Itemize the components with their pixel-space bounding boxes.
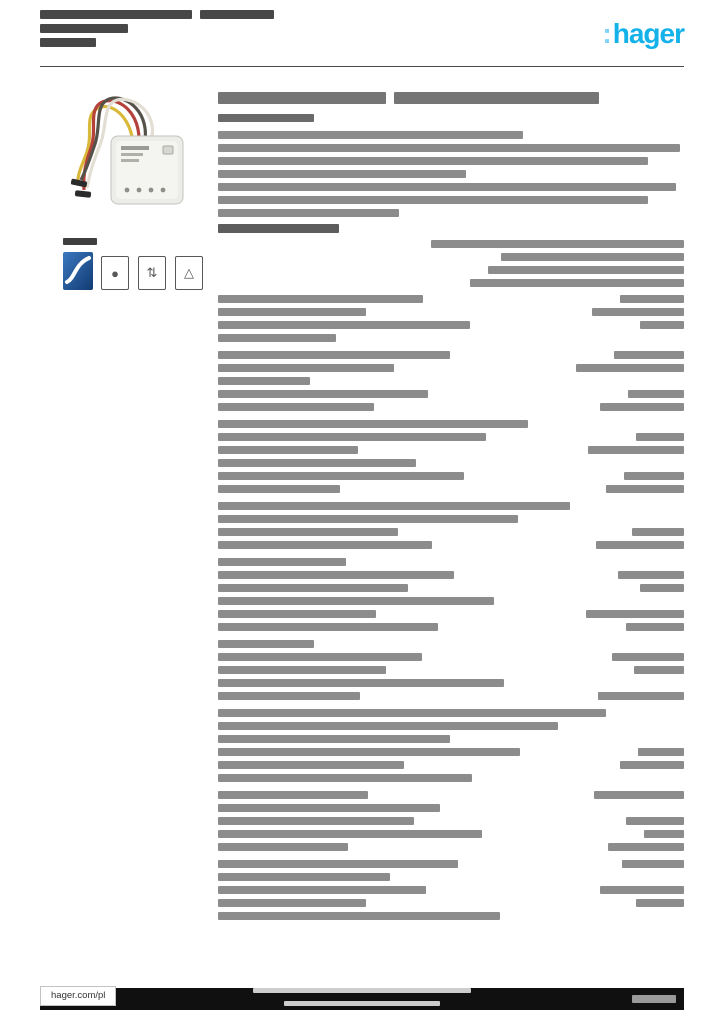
spec-row [218,666,684,674]
spec-row [218,485,684,493]
redacted-text-line [253,987,471,993]
redacted-text-line [284,1000,440,1006]
spec-row [218,692,684,700]
product-heading-redacted [218,92,684,104]
redacted-text-line [218,131,684,139]
redacted-text-line [218,157,684,165]
spec-row [218,295,684,303]
redacted-text-line [218,209,684,217]
spec-row [218,912,684,920]
redacted-text-line [218,114,684,122]
hager-logo-text: hager [612,18,685,49]
spec-section [218,295,684,342]
spec-row [218,446,684,454]
redacted-text-line [632,995,676,1003]
spec-section [218,558,684,631]
redacted-text-line [218,253,684,261]
spec-row [218,623,684,631]
spec-row [218,351,684,359]
spec-row [218,390,684,398]
spec-row [218,817,684,825]
product-photo [63,90,200,232]
spec-row [218,515,684,523]
spec-row [218,420,684,428]
feature-icons: ● ⇅ △ [101,256,203,290]
spec-row [218,761,684,769]
content-column [218,92,684,929]
feature-icon-arrows: ⇅ [138,256,166,290]
spec-row [218,774,684,782]
footer-address-redacted [253,987,471,1011]
redacted-text-line [218,240,684,248]
spec-row [218,709,684,717]
spec-row [218,364,684,372]
redacted-text-line [40,24,274,33]
hager-logo-mark: : [602,18,611,49]
redacted-text-line [218,279,684,287]
spec-row [218,571,684,579]
product-reference-redacted [63,238,97,250]
redacted-text-line [218,92,684,104]
footer-bar: hager.com/pl [40,986,684,1011]
spec-section [218,351,684,411]
spec-row [218,528,684,536]
document-title-redacted [40,10,274,52]
redacted-text-line [63,238,97,245]
spec-section [218,420,684,493]
spec-row [218,433,684,441]
spec-row [218,722,684,730]
redacted-text-line [218,196,684,204]
spec-row [218,472,684,480]
description-paragraph-redacted [218,131,684,217]
spec-row [218,459,684,467]
spec-row [218,873,684,881]
spec-row [218,830,684,838]
feature-icon-triangle: △ [175,256,203,290]
spec-row [218,403,684,411]
header-divider [40,66,684,67]
footer-page-indicator [632,995,676,1003]
spec-row [218,735,684,743]
spec-row [218,308,684,316]
knx-logo [63,252,93,290]
spec-section [218,860,684,920]
spec-row [218,610,684,618]
spec-row [218,584,684,592]
spec-row [218,541,684,549]
spec-header-values-redacted [218,240,684,287]
spec-row [218,640,684,648]
spec-row [218,653,684,661]
spec-row [218,804,684,812]
spec-row [218,558,684,566]
section-kicker-redacted [218,114,684,122]
spec-row [218,502,684,510]
spec-row [218,843,684,851]
redacted-text-line [218,183,684,191]
spec-section [218,502,684,549]
spec-row [218,860,684,868]
redacted-text-line [218,224,684,233]
spec-table-redacted [218,295,684,920]
spec-row [218,321,684,329]
spec-subheading-redacted [218,224,684,233]
redacted-text-line [218,266,684,274]
spec-row [218,748,684,756]
spec-row [218,334,684,342]
hager-logo: :hager [602,18,685,49]
spec-row [218,597,684,605]
redacted-text-line [40,38,274,47]
redacted-text-line [218,170,684,178]
spec-row [218,377,684,385]
spec-row [218,886,684,894]
spec-section [218,709,684,782]
spec-section [218,791,684,851]
redacted-text-line [218,144,684,152]
spec-row [218,899,684,907]
spec-row [218,679,684,687]
redacted-text-line [40,10,274,19]
spec-row [218,791,684,799]
footer-url-link[interactable]: hager.com/pl [40,986,117,1006]
feature-icon-dot: ● [101,256,129,290]
spec-section [218,640,684,700]
